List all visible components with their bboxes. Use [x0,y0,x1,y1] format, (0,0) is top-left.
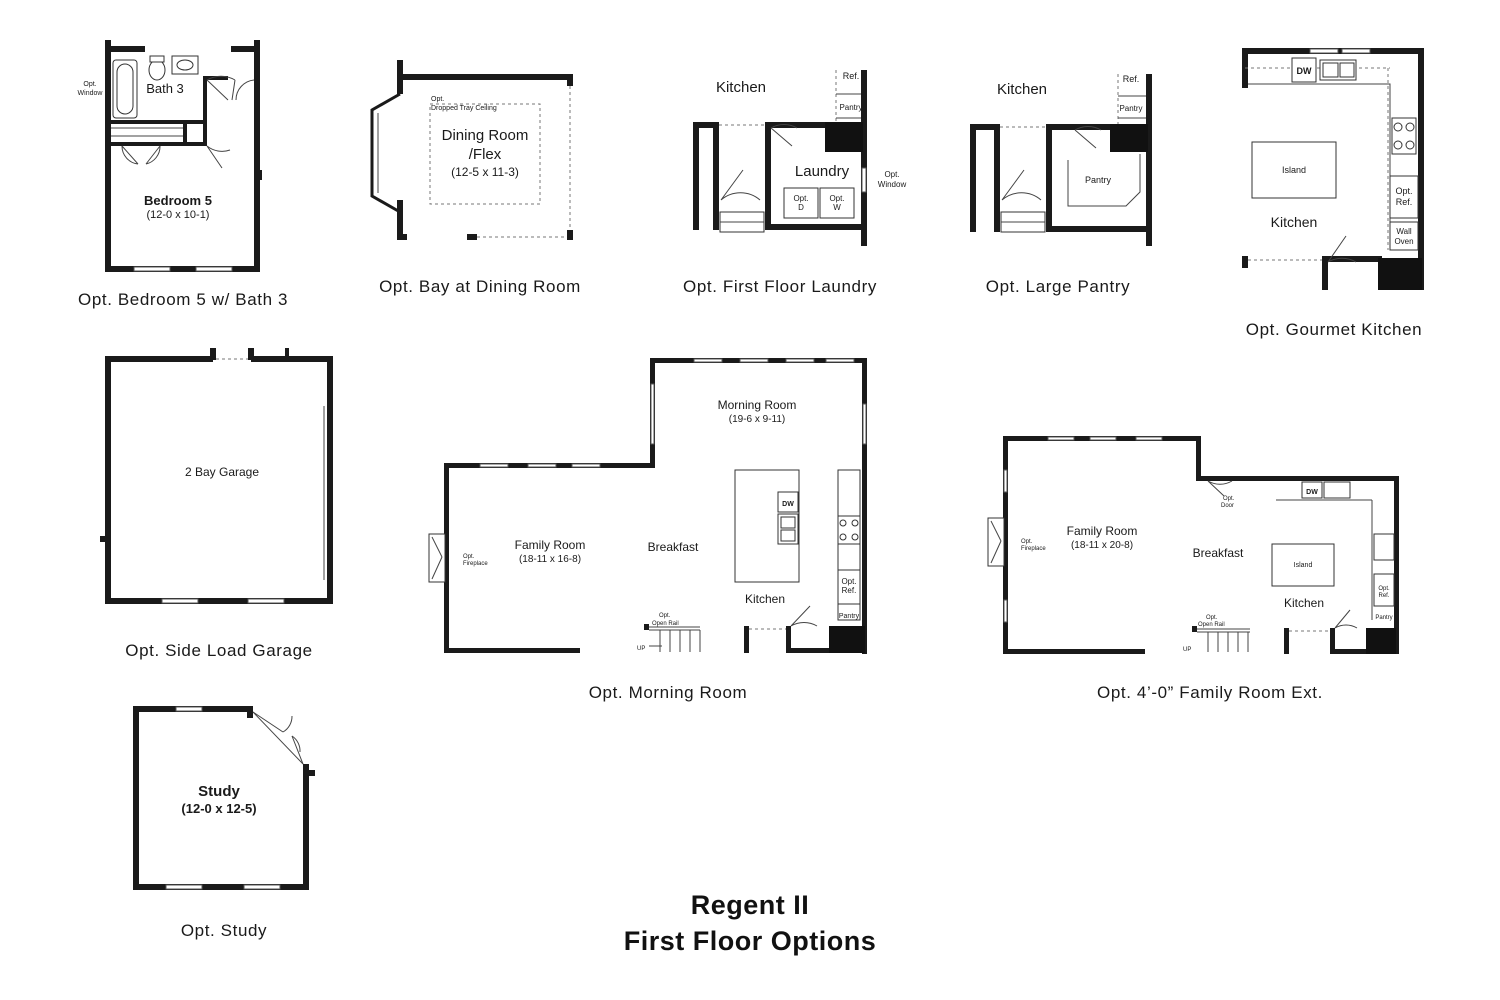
garage-label: 2 Bay Garage [185,465,259,479]
opt-ref-gourmet: Ref. [1396,197,1413,207]
opt-dryer: D [798,203,804,212]
opt-window-laundry-opt: Opt. [884,170,899,179]
morning-room-label: Morning Room [718,398,797,412]
opt-window-label: Opt. [83,81,96,88]
up-label-b: UP [1183,647,1191,653]
plan-side-load-garage: 2 Bay Garage [100,348,333,604]
plan-family-room-ext: Family Room (18-11 x 20-8) Breakfast Kit… [987,436,1399,654]
dropped-tray-label: Dropped Tray Ceiling [431,105,497,112]
opt-ref-morning-opt: Opt. [841,577,856,586]
plan-large-pantry: Kitchen Ref. Pantry Pantry [970,74,1152,246]
opt-ref-ext-opt: Opt. [1378,586,1390,592]
opt-ref-ext: Ref. [1378,593,1389,599]
opt-fireplace-b: Fireplace [1021,546,1046,552]
up-label-a: UP [637,646,645,652]
ref-label-pantry: Ref. [1123,74,1140,84]
study-dims: (12-0 x 12-5) [181,801,256,816]
opt-door-ext-opt: Opt. [1223,496,1235,502]
dw-label-ext: DW [1306,489,1318,496]
bedroom5-label: Bedroom 5 [144,193,212,208]
kitchen-label-morning: Kitchen [745,592,785,606]
breakfast-label-b: Breakfast [1193,546,1244,560]
opt-window-laundry: Window [878,180,907,189]
opt-washer-opt: Opt. [829,194,844,203]
dw-label-gourmet: DW [1297,66,1312,76]
plan-bay-dining: Opt. Dropped Tray Ceiling Dining Room /F… [370,60,573,240]
plan-morning-room: Morning Room (19-6 x 9-11) Family Room (… [428,358,867,654]
kitchen-label-gourmet: Kitchen [1271,214,1318,230]
plan-gourmet-kitchen: DW Island Opt. Ref. Wall Oven Kitchen [1242,48,1424,290]
family-room-dims-b: (18-11 x 20-8) [1071,540,1133,551]
opt-ref-gourmet-opt: Opt. [1395,186,1412,196]
plan-subtitle: First Floor Options [623,926,877,956]
plan-first-floor-laundry: Kitchen Ref. Pantry Laundry Opt. D Opt. … [693,70,906,246]
dw-label-morning: DW [782,501,794,508]
plan-study: Study (12-0 x 12-5) [133,706,315,890]
family-room-dims-a: (18-11 x 16-8) [519,554,581,565]
plan-bedroom5-bath3: Opt. Window Bath 3 Bedroom 5 (12-0 x 10-… [78,40,262,272]
opt-ref-morning: Ref. [842,586,857,595]
caption-family-room-ext: Opt. 4’-0” Family Room Ext. [1097,683,1323,702]
opt-fireplace-b-opt: Opt. [1021,539,1033,545]
open-rail-b: Open Rail [1198,622,1225,628]
family-room-label-a: Family Room [515,538,586,552]
island-label-ext: Island [1294,562,1313,569]
family-room-label-b: Family Room [1067,524,1138,538]
kitchen-label-pantry: Kitchen [997,81,1047,98]
caption-first-floor-laundry: Opt. First Floor Laundry [683,277,877,296]
open-rail-a-opt: Opt. [659,613,671,619]
caption-large-pantry: Opt. Large Pantry [985,277,1131,296]
opt-washer: W [833,203,841,212]
caption-bay-dining: Opt. Bay at Dining Room [379,277,581,296]
opt-window-label-2: Window [78,90,104,97]
morning-room-dims: (19-6 x 9-11) [729,414,786,425]
wall-oven-label-1: Wall [1396,227,1411,236]
plan-title: Regent II [690,890,810,920]
caption-gourmet-kitchen: Opt. Gourmet Kitchen [1245,320,1423,339]
flex-label: /Flex [469,146,502,163]
large-pantry-label: Pantry [1085,175,1112,185]
island-label-gourmet: Island [1282,165,1306,175]
ref-label-laundry: Ref. [843,71,860,81]
opt-fireplace-a: Fireplace [463,561,488,567]
pantry-label-ext: Pantry [1375,615,1392,621]
kitchen-label-laundry: Kitchen [716,79,766,96]
kitchen-label-ext: Kitchen [1284,596,1324,610]
pantry-label-laundry: Pantry [839,103,862,112]
dining-room-label: Dining Room [442,127,529,144]
study-label: Study [198,783,240,800]
opt-fireplace-a-opt: Opt. [463,554,475,560]
bath3-label: Bath 3 [146,81,184,96]
caption-side-load-garage: Opt. Side Load Garage [125,641,313,660]
dining-dims: (12-5 x 11-3) [451,165,519,179]
laundry-label: Laundry [795,163,850,180]
open-rail-a: Open Rail [652,621,679,627]
caption-bedroom5: Opt. Bedroom 5 w/ Bath 3 [78,290,288,309]
opt-dryer-opt: Opt. [793,194,808,203]
caption-morning-room: Opt. Morning Room [588,683,748,702]
dropped-tray-opt: Opt. [431,96,444,103]
wall-oven-label-2: Oven [1394,237,1413,246]
pantry-label-small: Pantry [1119,104,1142,113]
breakfast-label-a: Breakfast [648,540,699,554]
open-rail-b-opt: Opt. [1206,615,1218,621]
bedroom5-dims: (12-0 x 10-1) [147,209,210,221]
caption-study: Opt. Study [180,921,268,940]
opt-door-ext: Door [1221,503,1234,509]
pantry-label-morning: Pantry [839,613,860,620]
